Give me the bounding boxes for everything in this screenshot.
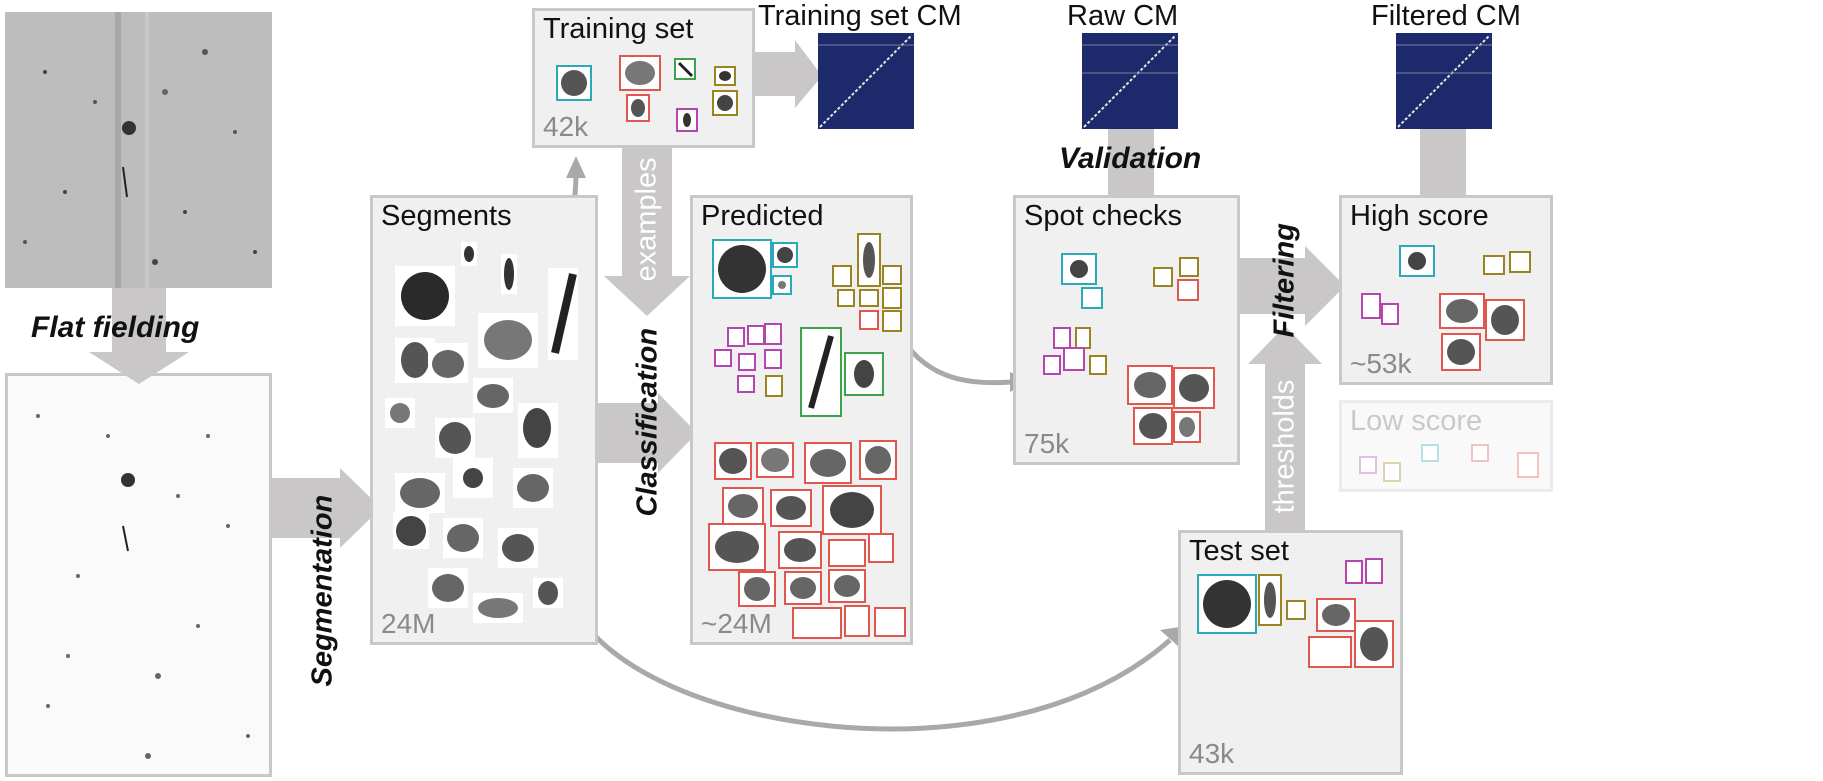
predicted-count: ~24M [701,608,772,639]
spot-checks-count: 75k [1024,428,1070,459]
high-score-panel: High score ~53k [1339,195,1553,385]
filtered-cm-diagonal [1396,34,1492,128]
training-set-title: Training set [543,13,694,45]
test-set-title: Test set [1189,535,1289,567]
flat-fielding-label: Flat fielding [31,311,200,344]
training-cm-arrow [755,40,822,108]
raw-image [5,12,272,288]
flat-fielded-image [5,373,272,777]
low-score-panel: Low score [1339,400,1553,492]
training-thumbnails [556,55,738,132]
thresholds-label: thresholds [1268,379,1301,514]
spot-checks-title: Spot checks [1024,200,1182,232]
training-cm-label: Training set CM [758,0,962,32]
flat-image-texture [36,414,250,759]
high-score-thumbnails [1361,245,1531,371]
classification-label: Classification [631,327,664,517]
test-set-thumbnails [1197,558,1394,668]
thresholds-arrow [1248,326,1322,530]
raw-cm-diagonal [1082,34,1178,128]
segments-to-training-head [566,156,586,178]
spot-checks-thumbnails [1043,253,1215,445]
predicted-title: Predicted [701,200,824,232]
validation-label: Validation [1059,142,1202,175]
classification-arrow [598,393,697,473]
segmentation-arrow [272,468,381,548]
training-set-panel: Training set 42k [532,8,755,148]
segments-count: 24M [381,608,436,639]
test-set-panel: Test set 43k [1178,530,1403,775]
spot-checks-panel: Spot checks 75k [1013,195,1240,465]
raw-cm [1082,33,1178,129]
filtered-cm-label: Filtered CM [1371,0,1521,32]
segments-to-test-curve [573,608,1172,732]
segmentation-label: Segmentation [306,494,339,687]
filtering-arrow [1240,246,1345,326]
raw-cm-label: Raw CM [1067,0,1179,32]
predicted-to-spot-curve [900,338,1013,386]
segments-title: Segments [381,200,512,232]
filtering-label: Filtering [1268,223,1301,338]
raw-image-texture [5,12,272,288]
high-score-count: ~53k [1350,348,1412,379]
high-score-title: High score [1350,200,1489,232]
segments-thumbnails [385,242,578,623]
low-score-title: Low score [1350,405,1483,437]
examples-label: examples [630,157,663,282]
predicted-thumbnails [708,233,906,639]
predicted-panel: Predicted ~24M [690,195,913,645]
training-set-count: 42k [543,111,589,142]
test-set-count: 43k [1189,738,1235,769]
training-cm-diagonal [818,34,914,128]
examples-arrow [604,148,690,316]
filtered-cm [1396,33,1492,129]
low-score-thumbnails [1359,444,1539,482]
segments-panel: Segments 24M [370,195,598,645]
flat-fielding-arrow [89,288,189,384]
training-cm [818,33,914,129]
